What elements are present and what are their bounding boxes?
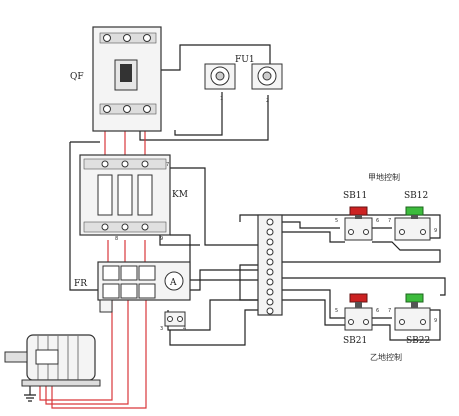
fr-thermal-relay <box>97 261 191 327</box>
fr-terminal-3: 3 <box>160 326 163 332</box>
sb21-terminal-r: 6 <box>376 308 379 314</box>
sb22-label: SB22 <box>406 336 430 346</box>
fu1-label: FU1 <box>235 55 255 65</box>
sb12-start-button[interactable] <box>394 206 431 241</box>
sb11-label: SB11 <box>343 191 367 201</box>
sb11-stop-button[interactable] <box>344 206 373 241</box>
ammeter-icon <box>164 271 184 291</box>
control-wires <box>24 44 446 402</box>
km-terminal-8: 8 <box>115 236 118 242</box>
ammeter-label: A <box>169 278 177 288</box>
terminal-block <box>257 214 283 316</box>
sb21-label: SB21 <box>343 336 367 346</box>
sb11-terminal-l: 5 <box>335 218 338 224</box>
sb12-terminal-r: 9 <box>434 228 437 234</box>
km-label: KM <box>172 190 188 200</box>
sb22-terminal-r: 9 <box>434 318 437 324</box>
sb12-label: SB12 <box>404 191 428 201</box>
group-top-label: 甲地控制 <box>368 172 400 182</box>
sb22-terminal-l: 7 <box>388 308 391 314</box>
fr-terminal-4: 4 <box>183 326 186 332</box>
motor-icon <box>4 334 101 387</box>
km-contactor <box>79 154 171 236</box>
sb12-terminal-l: 7 <box>388 218 391 224</box>
sb11-terminal-r: 6 <box>376 218 379 224</box>
fr-label: FR <box>74 279 87 289</box>
sb21-terminal-l: 5 <box>335 308 338 314</box>
qf-circuit-breaker <box>92 26 162 132</box>
group-bottom-label: 乙地控制 <box>370 352 402 362</box>
km-terminal-9: 9 <box>160 236 163 242</box>
fu1-fuses <box>204 63 283 90</box>
fu-terminal-1: 1 <box>220 96 223 102</box>
km-terminal-7: 7 <box>166 162 169 168</box>
qf-label: QF <box>70 72 84 82</box>
sb22-start-button[interactable] <box>394 293 431 331</box>
sb21-stop-button[interactable] <box>344 293 373 331</box>
fu-terminal-2: 2 <box>266 98 269 104</box>
